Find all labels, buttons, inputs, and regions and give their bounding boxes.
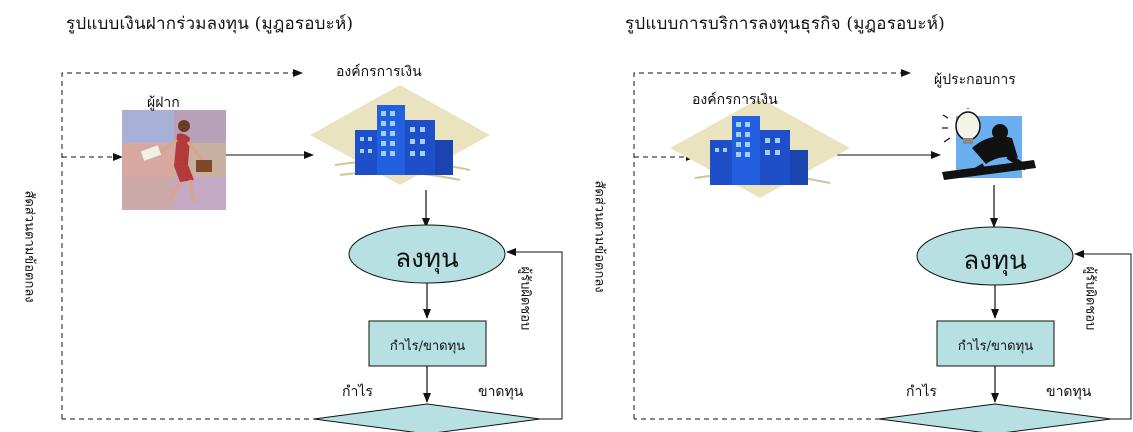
entrepreneur-label: ผู้ประกอบการ	[934, 72, 1016, 88]
right-pl-box	[936, 320, 1055, 367]
right-share-ratio-label: สัดส่วนตามข้อตกลง	[591, 180, 607, 293]
left-bearer-label: ผู้รับผิดชอบ	[517, 266, 533, 331]
right-pl-label: กำไร/ขาดทุน	[957, 339, 1034, 354]
right-decision-diamond	[878, 403, 1112, 432]
right-invest-label: ลงทุน	[963, 246, 1027, 276]
left-profit-label: กำไร	[342, 384, 373, 400]
left-pl-label: กำไร/ขาดทุน	[389, 339, 466, 354]
left-share-ratio-label: สัดส่วนตามข้อตกลง	[21, 190, 37, 303]
right-institution-buildings-picture	[670, 98, 850, 198]
left-loss-feedback-arrow	[506, 248, 563, 420]
right-bearer-label: ผู้รับผิดชอบ	[1082, 266, 1098, 331]
left-dashed-top-arrow	[61, 69, 303, 419]
right-dashed-top-arrow	[633, 69, 911, 419]
depositor-picture	[122, 110, 226, 210]
left-decision-diamond	[313, 403, 541, 432]
right-profit-label: กำไร	[906, 384, 937, 400]
depositor-label: ผู้ฝาก	[147, 95, 180, 111]
left-institution-label: องค์กรการเงิน	[336, 64, 422, 80]
right-loss-label: ขาดทุน	[1046, 384, 1092, 400]
left-diagram-title: รูปแบบเงินฝากร่วมลงทุน (มูฎอรอบะห์)	[66, 14, 354, 34]
right-diagram-title: รูปแบบการบริการลงทุนธุรกิจ (มูฎอรอบะห์)	[625, 14, 945, 34]
right-loss-feedback-arrow	[1074, 250, 1132, 420]
left-invest-label: ลงทุน	[395, 244, 459, 274]
left-loss-label: ขาดทุน	[478, 384, 524, 400]
entrepreneur-picture	[942, 108, 1036, 180]
right-institution-label: องค์กรการเงิน	[692, 92, 778, 108]
left-institution-buildings-picture	[310, 85, 490, 185]
